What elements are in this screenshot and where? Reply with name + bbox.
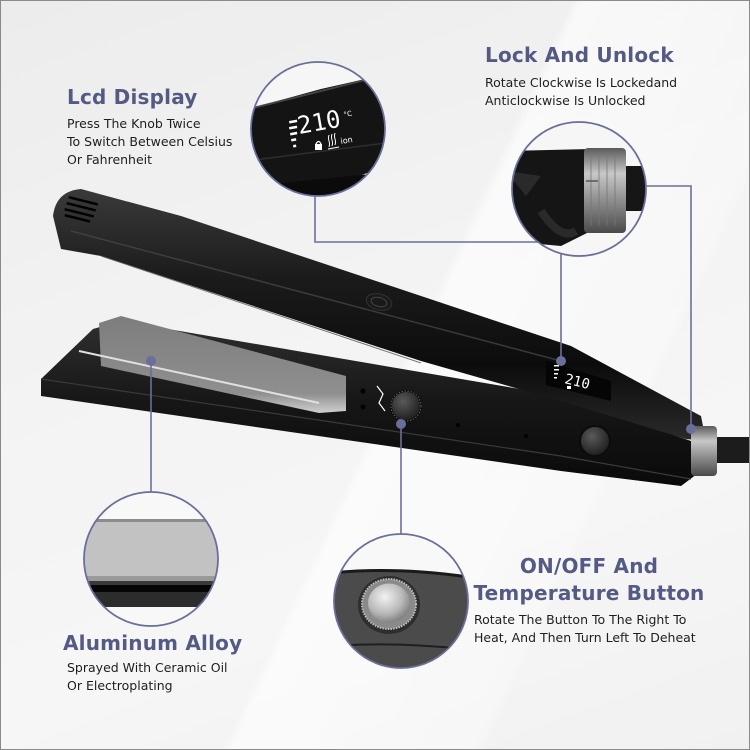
zoom-circle-lock-unlock (511, 121, 647, 257)
aluminum-alloy-description: Sprayed With Ceramic Oil Or Electroplati… (67, 660, 228, 693)
on-off-temperature-description: Rotate The Button To The Right To Heat, … (474, 612, 696, 645)
aluminum-alloy-title: Aluminum Alloy (63, 631, 243, 655)
zoom-circle-on-off-button (333, 533, 469, 669)
callout-lines (150, 185, 692, 534)
zoom-circle-lcd-display: 210 °C ion (250, 61, 386, 197)
lock-unlock-title: Lock And Unlock (485, 43, 674, 67)
lock-unlock-description: Rotate Clockwise Is Lockedand Anticlockw… (485, 75, 678, 108)
svg-text:ion: ion (340, 135, 354, 146)
on-off-temperature-title: ON/OFF And Temperature Button (473, 554, 705, 605)
upper-arm: 210 (53, 189, 749, 476)
zoom-circle-aluminum-alloy (83, 491, 219, 627)
callout-dots (146, 356, 696, 434)
svg-text:°C: °C (343, 110, 353, 119)
lower-arm (40, 316, 701, 486)
lcd-display-description: Press The Knob Twice To Switch Between C… (67, 116, 233, 167)
svg-text:210: 210 (563, 371, 591, 393)
lcd-display-title: Lcd Display (67, 85, 198, 109)
